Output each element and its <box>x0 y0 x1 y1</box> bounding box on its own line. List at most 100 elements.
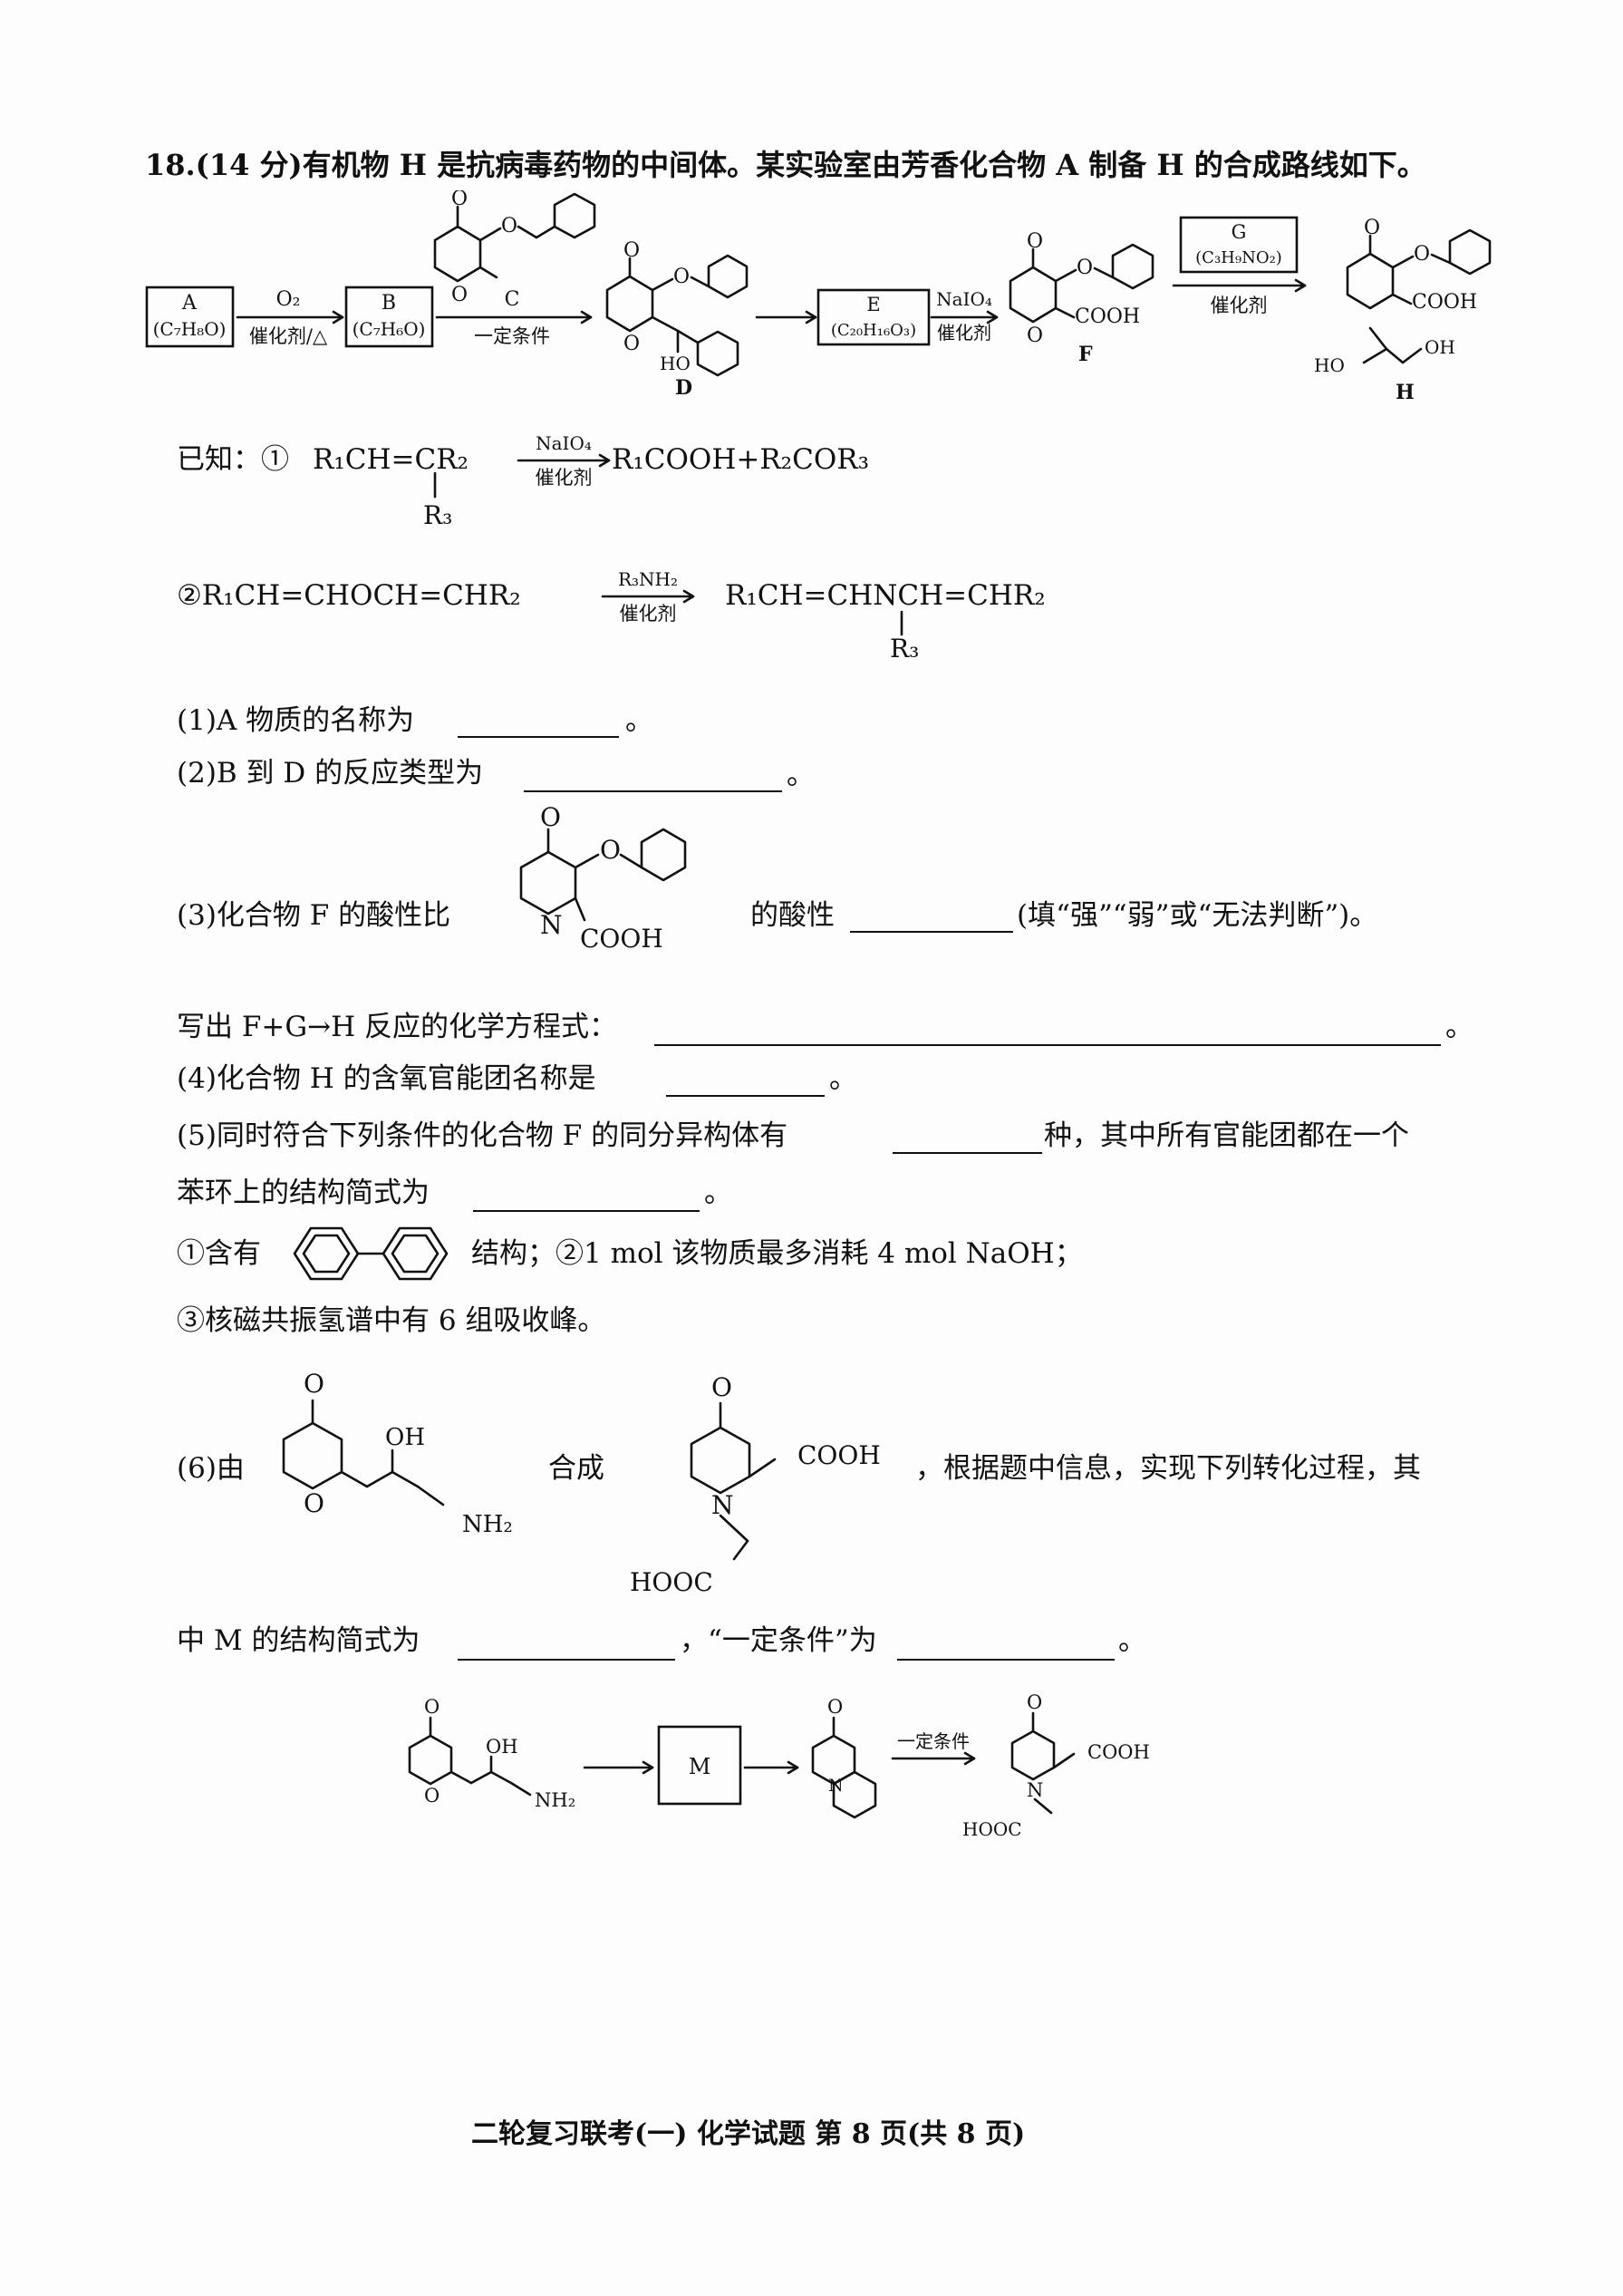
answer-blank-4[interactable] <box>666 1095 825 1097</box>
question-2: (2)B 到 D 的反应类型为 <box>177 757 484 790</box>
svg-text:O: O <box>451 284 468 306</box>
svg-text:NH₂: NH₂ <box>535 1789 575 1811</box>
question-5-cond1: ①含有 <box>177 1237 261 1270</box>
question-5-cond2: 结构；②1 mol 该物质最多消耗 4 mol NaOH； <box>471 1237 1083 1270</box>
svg-text:COOH: COOH <box>580 924 663 954</box>
reaction2-R3: R₃ <box>890 634 919 662</box>
question-3-middle: 的酸性 <box>750 899 835 932</box>
svg-text:N: N <box>828 1776 844 1796</box>
svg-text:N: N <box>540 910 563 940</box>
svg-text:O: O <box>424 1785 440 1807</box>
compound-D-label: D <box>675 376 692 400</box>
compound-G-label: G <box>1232 221 1247 243</box>
svg-text:O: O <box>1364 217 1380 239</box>
compound-G-formula: (C₃H₉NO₂) <box>1195 248 1282 267</box>
svg-text:OH: OH <box>385 1424 425 1451</box>
compound-D-structure: O O O HO D <box>605 239 749 400</box>
question-3: (3)化合物 F 的酸性比 <box>177 899 451 932</box>
reagent-C: C <box>505 288 520 311</box>
question-6-suffix: ，根据题中信息，实现下列转化过程，其 <box>915 1452 1421 1485</box>
svg-text:O: O <box>623 239 640 262</box>
svg-text:COOH: COOH <box>1075 305 1140 328</box>
svg-text:NH₂: NH₂ <box>462 1511 513 1538</box>
reaction1-product: R₁COOH+R₂COR₃ <box>612 443 869 476</box>
svg-text:O: O <box>424 1696 440 1718</box>
svg-text:O: O <box>540 802 561 832</box>
reaction2-reagent: R₃NH₂ <box>618 568 678 590</box>
reaction1-condition: 催化剂 <box>536 467 593 489</box>
q6-transformation-scheme: O O OH NH₂ M O N 一定条件 O N COOH HOOC <box>408 1691 1150 1840</box>
question-6-middle: 合成 <box>548 1452 604 1485</box>
svg-text:O: O <box>623 333 640 355</box>
compound-F-structure: O O O COOH F <box>1009 230 1154 366</box>
compound-B-label: B <box>382 292 396 315</box>
reagent-condition: 一定条件 <box>474 325 550 347</box>
question-6: (6)由 <box>177 1452 245 1485</box>
answer-blank-5a[interactable] <box>893 1152 1042 1154</box>
svg-text:N: N <box>1027 1779 1043 1801</box>
answer-blank-6a[interactable] <box>458 1659 675 1661</box>
compound-F-label: F <box>1078 343 1093 366</box>
answer-blank-5b[interactable] <box>473 1210 700 1212</box>
compound-B-formula: (C₇H₆O) <box>353 318 426 340</box>
svg-text:O: O <box>304 1488 324 1518</box>
compound-A-label: A <box>181 292 198 315</box>
answer-blank-1[interactable] <box>458 736 619 738</box>
question-5-line1: (5)同时符合下列条件的化合物 F 的同分异构体有 <box>177 1119 788 1152</box>
question-5-cond3: ③核磁共振氢谱中有 6 组吸收峰。 <box>177 1304 606 1337</box>
q6-condition-label: 一定条件 <box>897 1730 970 1752</box>
answer-blank-6b[interactable] <box>897 1659 1115 1661</box>
compound-M-label: M <box>689 1754 711 1779</box>
biphenyl-structure <box>293 1226 449 1281</box>
compound-3-structure: O O N COOH <box>519 802 687 954</box>
reaction2-condition: 催化剂 <box>620 603 677 625</box>
svg-text:HOOC: HOOC <box>630 1567 713 1597</box>
answer-blank-2[interactable] <box>524 790 782 792</box>
svg-text:O: O <box>1027 230 1043 253</box>
svg-text:O: O <box>600 835 621 865</box>
reagent-NaIO4: NaIO₄ <box>936 288 992 310</box>
svg-text:O: O <box>451 190 468 210</box>
reaction1-reactant: R₁CH=CR₂ <box>313 443 469 476</box>
known-intro: 已知：① <box>177 443 289 476</box>
svg-text:O: O <box>501 215 517 237</box>
svg-text:O: O <box>1027 1691 1042 1713</box>
svg-text:COOH: COOH <box>1087 1741 1150 1763</box>
compound-E-formula: (C₂₀H₁₆O₃) <box>831 321 916 340</box>
svg-text:O: O <box>827 1696 843 1718</box>
answer-blank-3[interactable] <box>850 931 1013 933</box>
svg-text:O: O <box>304 1369 324 1399</box>
svg-text:OH: OH <box>486 1736 518 1758</box>
svg-text:HO: HO <box>1314 354 1345 376</box>
reaction2-reactant: ②R₁CH=CHOCH=CHR₂ <box>177 579 521 612</box>
question-3-equation: 写出 F+G→H 反应的化学方程式： <box>177 1011 617 1043</box>
compound-H-structure: O O COOH HO OH H <box>1314 217 1492 404</box>
svg-text:COOH: COOH <box>1412 291 1477 314</box>
compound-C-structure: O O O <box>433 190 596 306</box>
question-1: (1)A 物质的名称为 <box>177 704 415 737</box>
reaction2-product: R₁CH=CHNCH=CHR₂ <box>725 579 1046 612</box>
question-4: (4)化合物 H 的含氧官能团名称是 <box>177 1062 596 1095</box>
svg-text:O: O <box>1414 243 1430 266</box>
answer-blank-equation[interactable] <box>654 1044 1441 1046</box>
q6-target-structure: O N COOH HOOC <box>630 1372 881 1597</box>
svg-text:O: O <box>1077 257 1093 279</box>
page-footer: 二轮复习联考(一) 化学试题 第 8 页(共 8 页) <box>471 2118 1026 2150</box>
reagent-catalyst-heat: 催化剂/△ <box>249 325 328 347</box>
q6-start-structure: O O OH NH₂ <box>282 1369 513 1538</box>
reaction1-R3: R₃ <box>423 500 452 530</box>
synthesis-route: A (C₇H₈O) O₂ 催化剂/△ B (C₇H₆O) O O O C 一定条… <box>145 190 1492 404</box>
question-3-suffix: (填“强”“弱”或“无法判断”)。 <box>1017 899 1378 932</box>
compound-E-label: E <box>866 294 880 315</box>
svg-text:O: O <box>1027 325 1043 347</box>
question-6-line2: 中 M 的结构简式为 <box>177 1624 420 1657</box>
svg-text:O: O <box>711 1372 732 1402</box>
question-header: 18.(14 分)有机物 H 是抗病毒药物的中间体。某实验室由芳香化合物 A 制… <box>145 148 1426 182</box>
known-reactions: 已知：① R₁CH=CR₂ R₃ NaIO₄ 催化剂 R₁COOH+R₂COR₃… <box>177 432 1046 662</box>
question-5-line2: 苯环上的结构简式为 <box>177 1177 430 1209</box>
svg-text:COOH: COOH <box>797 1440 881 1470</box>
reagent-catalyst: 催化剂 <box>937 322 991 344</box>
svg-text:HOOC: HOOC <box>962 1818 1022 1840</box>
reagent-catalyst-G: 催化剂 <box>1211 295 1268 316</box>
